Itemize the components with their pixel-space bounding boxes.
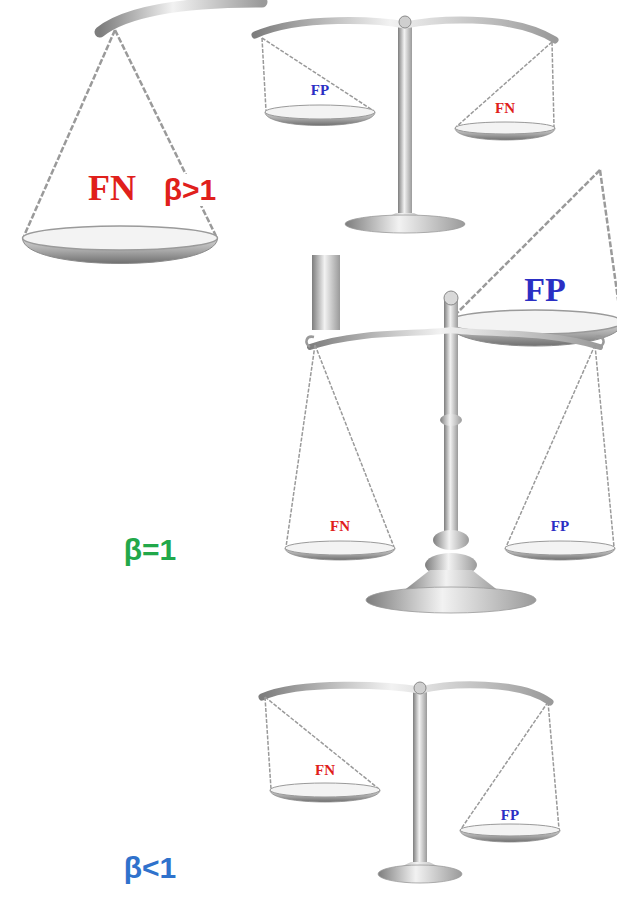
zoomed-right-pan	[448, 170, 617, 346]
weight-label: FP	[524, 273, 566, 307]
zoomed-post-fragment	[312, 255, 340, 330]
weight-label: FP	[311, 83, 329, 98]
beta-label: β=1	[124, 535, 177, 565]
zoomed-left-pan	[23, 2, 263, 264]
middle-scale	[285, 291, 615, 613]
beta-label: β<1	[124, 853, 177, 883]
beta-label: β>1	[161, 174, 220, 206]
weight-label: FP	[501, 808, 519, 823]
weight-label: FN	[315, 763, 335, 778]
weight-label: FP	[551, 519, 569, 534]
weight-label: FN	[88, 170, 136, 206]
weight-label: FN	[330, 519, 350, 534]
top-scale	[255, 16, 555, 233]
bottom-scale	[262, 682, 560, 883]
weight-label: FN	[495, 101, 515, 116]
